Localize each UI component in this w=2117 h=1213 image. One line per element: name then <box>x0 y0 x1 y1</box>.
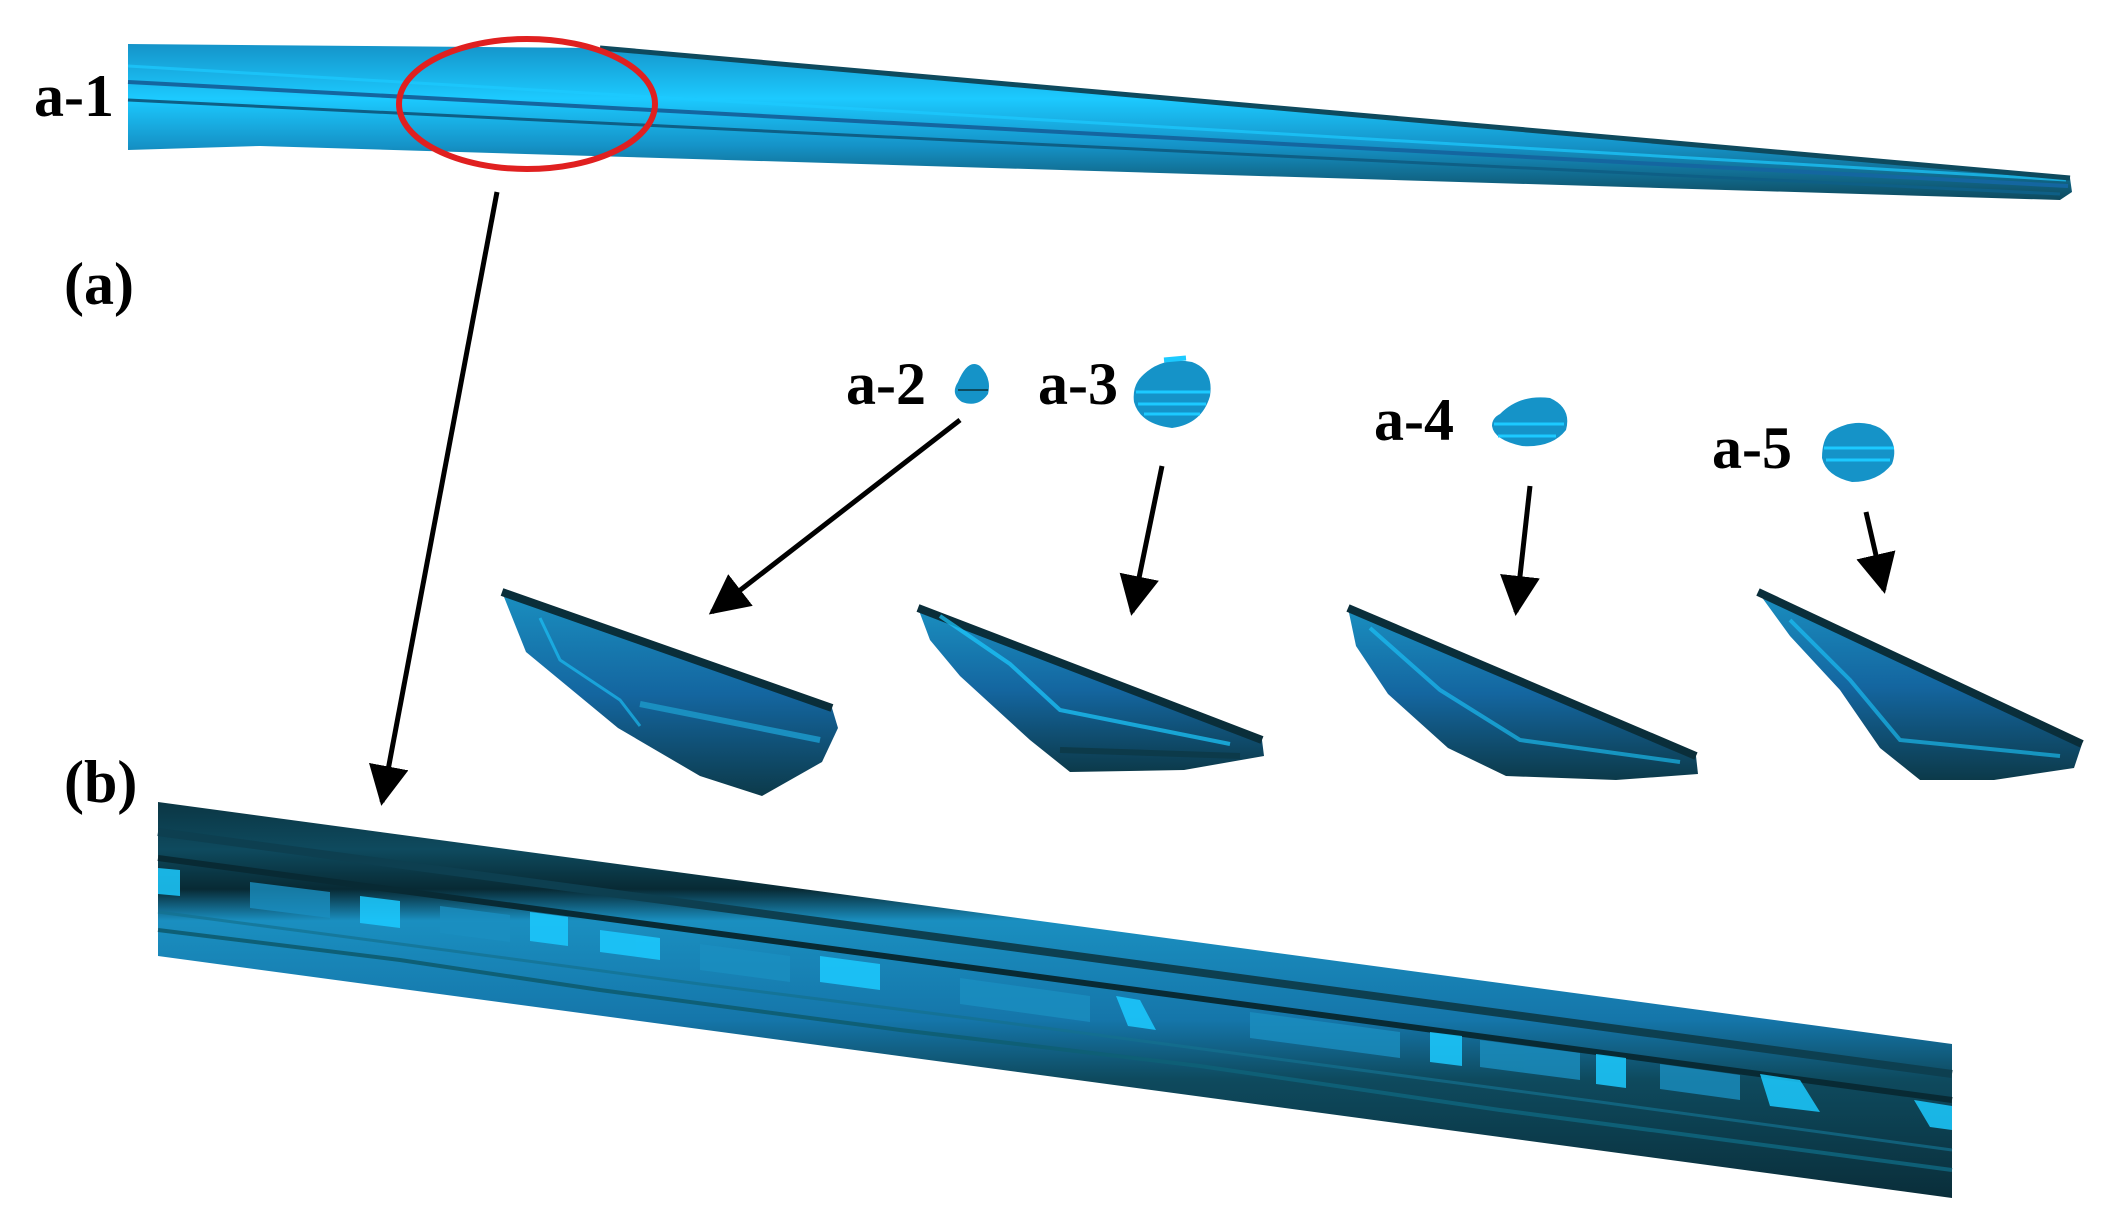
label-a1: a-1 <box>34 63 114 129</box>
label-a3: a-3 <box>1038 351 1118 417</box>
cross-section-a4 <box>1492 397 1568 447</box>
label-b: (b) <box>64 749 137 815</box>
zoomed-band-b <box>157 802 1953 1198</box>
arrow-a5 <box>1856 511 1896 594</box>
arrow-a3 <box>1119 465 1165 616</box>
arrow-zoom <box>369 191 500 806</box>
segment-a3 <box>916 604 1264 772</box>
arrow-a2 <box>708 418 962 615</box>
label-a4: a-4 <box>1374 387 1454 453</box>
label-a5: a-5 <box>1712 415 1792 481</box>
label-a: (a) <box>64 251 134 317</box>
arrow-a4 <box>1500 485 1540 616</box>
segment-a4 <box>1346 604 1698 780</box>
segment-a5 <box>1756 588 2084 780</box>
segment-a2 <box>500 588 838 796</box>
cross-section-a3 <box>1133 355 1211 428</box>
cross-section-a5 <box>1822 422 1895 482</box>
highlight-ellipse <box>396 36 658 172</box>
label-a2: a-2 <box>846 351 926 417</box>
cross-section-a2 <box>954 364 989 404</box>
rod-a1 <box>127 44 2072 200</box>
